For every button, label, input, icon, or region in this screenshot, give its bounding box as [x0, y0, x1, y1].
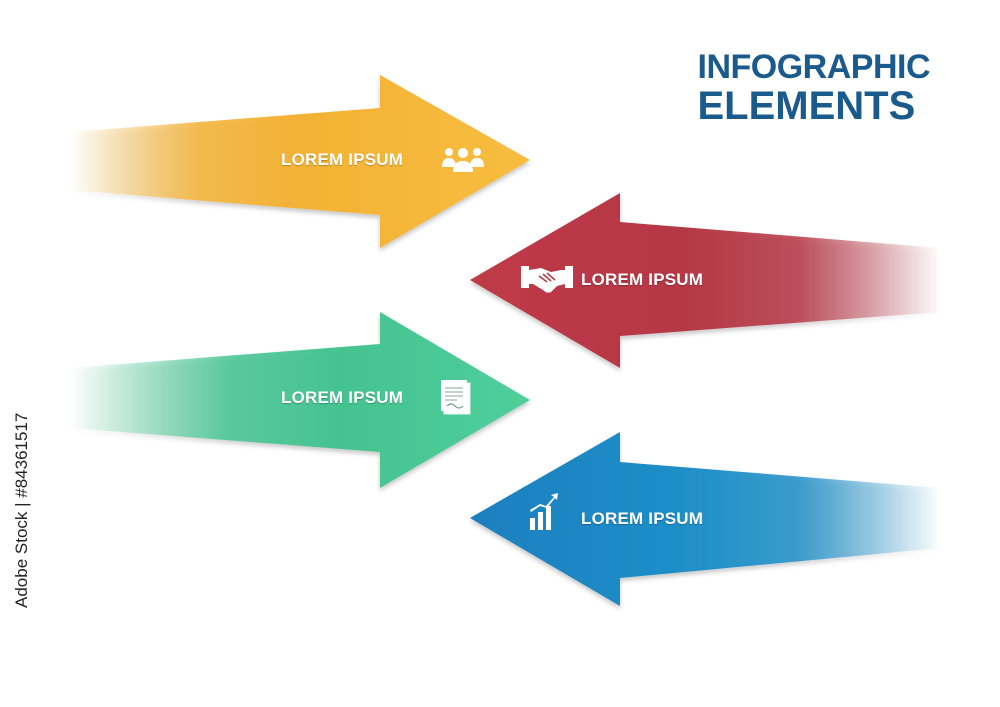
stock-watermark-id: Adobe Stock | #84361517: [12, 412, 31, 608]
title-line-2: ELEMENTS: [697, 84, 916, 128]
arrow-yellow: [70, 75, 530, 248]
arrow-green: [70, 312, 530, 488]
arrow-blue: [470, 432, 940, 606]
infographic-title: INFOGRAPHIC ELEMENTS: [698, 50, 931, 126]
arrow-red: [470, 193, 940, 368]
arrow-label-4: LOREM IPSUM: [581, 509, 704, 528]
title-line-1: INFOGRAPHIC: [697, 48, 931, 86]
document-icon: [441, 380, 471, 415]
people-group-icon: [442, 148, 484, 172]
arrow-label-3: LOREM IPSUM: [281, 388, 404, 407]
arrow-label-2: LOREM IPSUM: [581, 270, 704, 289]
arrow-label-1: LOREM IPSUM: [281, 150, 404, 169]
handshake-icon: [521, 266, 573, 293]
growth-chart-icon: [530, 493, 558, 530]
